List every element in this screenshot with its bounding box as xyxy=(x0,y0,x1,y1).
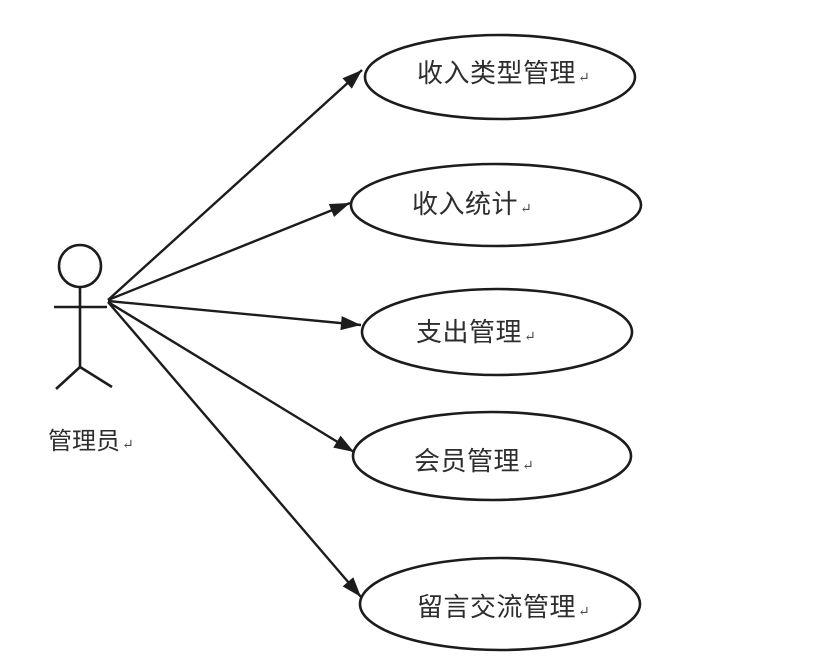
actor-figure xyxy=(54,243,113,390)
usecase-label-expense: 支出管理↵ xyxy=(416,319,536,352)
paragraph-mark-icon: ↵ xyxy=(578,605,591,620)
usecase-ellipse-message xyxy=(358,556,642,652)
actor-name-text: 管理员 xyxy=(48,429,120,455)
actor-right-leg xyxy=(79,365,113,389)
actor-label: 管理员↵ xyxy=(48,429,134,459)
actor-left-leg xyxy=(55,366,81,390)
usecase-text: 留言交流管理 xyxy=(417,593,577,622)
usecase-ellipse-member xyxy=(351,410,633,502)
usecase-label-income-stats: 收入统计↵ xyxy=(412,191,532,224)
paragraph-mark-icon: ↵ xyxy=(522,459,535,474)
usecase-ellipse-expense xyxy=(360,287,634,377)
arrow-income-type xyxy=(107,69,363,301)
arrow-member xyxy=(107,300,355,454)
association-arrows xyxy=(107,69,363,598)
usecase-label-income-type: 收入类型管理↵ xyxy=(417,60,590,93)
usecase-text: 收入统计 xyxy=(412,190,519,219)
usecase-ellipse-income-stats xyxy=(349,162,643,248)
paragraph-mark-icon: ↵ xyxy=(524,330,537,345)
usecase-label-message: 留言交流管理↵ xyxy=(417,594,590,627)
arrow-expense xyxy=(107,299,362,331)
usecase-ellipse-income-type xyxy=(363,33,637,121)
paragraph-mark-icon: ↵ xyxy=(520,202,533,217)
usecase-text: 会员管理 xyxy=(414,447,521,476)
usecase-text: 支出管理 xyxy=(416,318,523,347)
usecase-label-member: 会员管理↵ xyxy=(414,448,534,481)
usecase-ellipses xyxy=(349,33,643,652)
arrow-income-stats xyxy=(107,201,351,302)
paragraph-mark-icon: ↵ xyxy=(578,71,591,86)
arrow-message xyxy=(107,301,362,598)
usecase-text: 收入类型管理 xyxy=(417,59,577,88)
actor-head xyxy=(57,243,103,289)
paragraph-mark-icon: ↵ xyxy=(122,438,134,453)
